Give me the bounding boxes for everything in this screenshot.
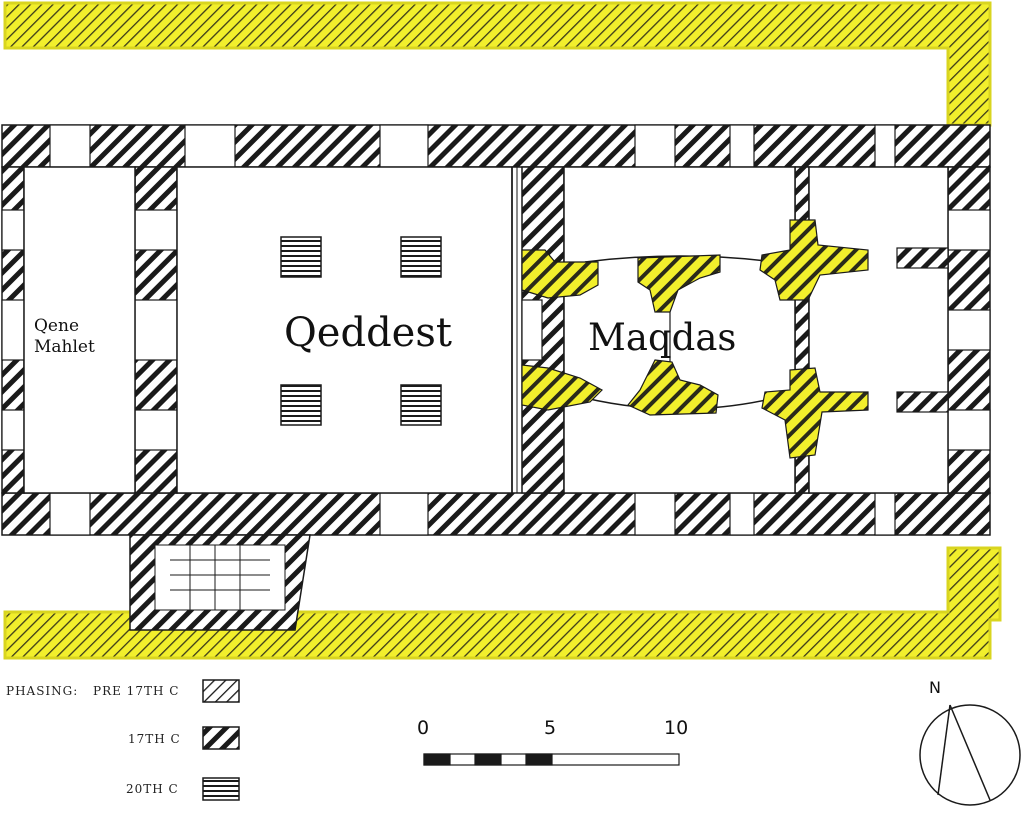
- room-interiors: [23, 166, 949, 494]
- legend-swatch-17: [202, 726, 240, 750]
- room-label-qene-line1: Qene: [34, 316, 80, 336]
- legend-swatches: [202, 679, 240, 801]
- north-arrow-icon: [919, 704, 1021, 806]
- legend-swatch-20: [202, 777, 240, 801]
- legend-label-20: 20TH C: [126, 782, 179, 796]
- scale-label-5: 5: [544, 717, 557, 739]
- room-label-qene-line2: Mahlet: [34, 337, 95, 357]
- wall-openings: [1, 124, 991, 536]
- room-label-qeddest: Qeddest: [284, 310, 452, 356]
- legend-swatch-pre17: [202, 679, 240, 703]
- scale-bar: [423, 753, 680, 766]
- room-label-qene-mahlet: Qene Mahlet: [34, 316, 124, 358]
- stair-annex: [129, 534, 311, 631]
- scale-label-10: 10: [664, 717, 689, 739]
- maqdas-highlighted-piers: [521, 219, 869, 459]
- qeddest-pillars: [280, 236, 442, 426]
- legend-label-pre17: PRE 17TH C: [93, 684, 180, 698]
- east-piers: [896, 247, 949, 413]
- room-label-maqdas: Maqdas: [588, 316, 737, 359]
- north-label: N: [929, 678, 941, 697]
- legend-label-17: 17TH C: [128, 732, 181, 746]
- scale-label-0: 0: [417, 717, 430, 739]
- legend-title: PHASING:: [6, 684, 79, 698]
